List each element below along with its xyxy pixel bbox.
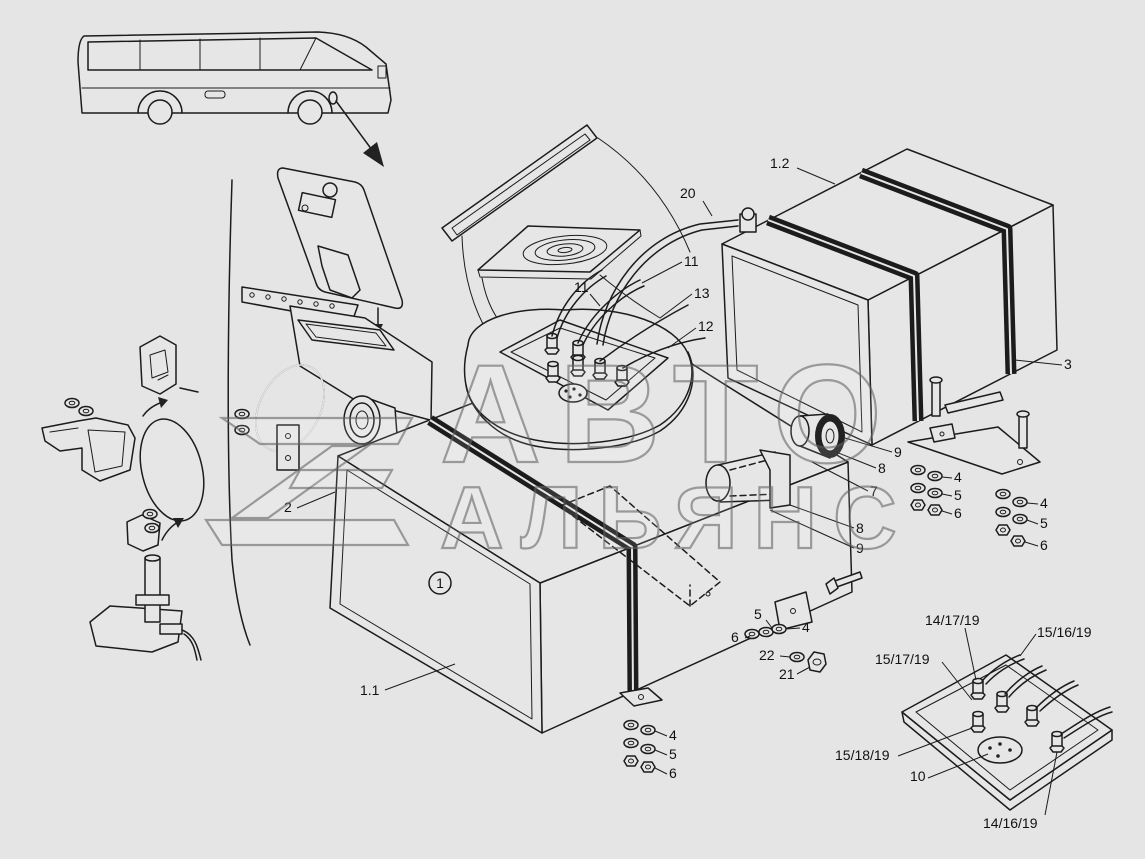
watermark-text-top: АВТО xyxy=(440,335,900,492)
washer-icon xyxy=(640,724,656,736)
callout-label: 5 xyxy=(1040,515,1048,531)
filler-door xyxy=(276,167,404,334)
nut-icon xyxy=(995,524,1011,536)
fitting-icon xyxy=(1049,730,1065,753)
callout-label: 2 xyxy=(284,499,292,515)
washer-icon xyxy=(927,470,943,482)
callout-label: 15/16/19 xyxy=(1037,624,1092,640)
suction-pipe xyxy=(705,449,791,509)
callout-label: 13 xyxy=(694,285,710,301)
washer-icon xyxy=(789,651,805,663)
callout-label: 6 xyxy=(954,505,962,521)
fitting-icon xyxy=(970,677,986,700)
callout-label: 10 xyxy=(910,768,926,784)
callout-label: 20 xyxy=(680,185,696,201)
leader-lines xyxy=(296,167,1063,816)
callout-label: 14/16/19 xyxy=(983,815,1038,831)
watermark: АВТО АЛЬЯНС xyxy=(203,334,913,568)
fitting-icon xyxy=(1024,704,1040,727)
callout-label: 9 xyxy=(894,444,902,460)
watermark-text-bottom: АЛЬЯНС xyxy=(440,468,913,567)
latch-part xyxy=(41,397,136,482)
callout-label: 8 xyxy=(878,460,886,476)
callout-label: 3 xyxy=(1064,356,1072,372)
fitting-icon xyxy=(970,710,986,733)
callout-label: 8 xyxy=(856,520,864,536)
washer-icon xyxy=(927,487,943,499)
body-edge-line xyxy=(227,179,251,646)
washer-icon xyxy=(910,464,926,476)
filler-neck xyxy=(343,395,399,449)
washer-icon xyxy=(771,623,787,635)
callout-label: 6 xyxy=(731,629,739,645)
nut-icon xyxy=(927,504,943,516)
callout-label: 11 xyxy=(574,279,589,295)
location-arrow xyxy=(335,100,384,167)
callout-label: 6 xyxy=(1040,537,1048,553)
sender-unit xyxy=(463,308,694,451)
callout-label: 1.2 xyxy=(770,155,790,171)
washer-icon xyxy=(64,397,80,409)
hinge-bracket xyxy=(139,335,199,395)
main-tank xyxy=(329,334,853,734)
small-bracket xyxy=(126,508,161,552)
callout-label: 14/17/19 xyxy=(925,612,980,628)
inset-sender-plate xyxy=(901,654,1113,811)
sender-lid xyxy=(441,124,642,280)
callout-label: 4 xyxy=(669,727,677,743)
callout-label: 6 xyxy=(669,765,677,781)
fuel-lines xyxy=(551,219,739,369)
fitting-icon xyxy=(994,690,1010,713)
washer-icon xyxy=(910,482,926,494)
washer-icon xyxy=(78,405,94,417)
callout-label: 15/18/19 xyxy=(835,747,890,763)
washer-icon xyxy=(1012,513,1028,525)
callout-label: 9 xyxy=(856,540,864,556)
washer-icon xyxy=(758,626,774,638)
callout-labels: 1.2 20 11 11 13 12 3 9 8 4 7 5 6 4 5 6 8… xyxy=(284,155,1092,831)
washer-icon xyxy=(640,743,656,755)
nut-icon xyxy=(640,761,656,773)
callout-label: 11 xyxy=(684,253,699,269)
callout-label: 5 xyxy=(669,746,677,762)
nut-icon xyxy=(623,755,639,767)
nut-icon xyxy=(910,499,926,511)
second-tank-straps xyxy=(766,167,1017,422)
callout-label: 22 xyxy=(759,647,775,663)
callout-label: 4 xyxy=(954,469,962,485)
callout-label: 4 xyxy=(1040,495,1048,511)
assembly-arrow-lower xyxy=(161,518,184,541)
callout-label: 7 xyxy=(870,483,878,499)
watermark-logo xyxy=(203,416,414,547)
mounting-ring xyxy=(234,364,325,471)
level-sensor xyxy=(89,554,202,661)
washer-icon xyxy=(995,506,1011,518)
washer-icon xyxy=(142,508,158,520)
callout-label: 4 xyxy=(802,619,810,635)
hidden-filler-pipe xyxy=(559,485,721,607)
washer-icon xyxy=(144,522,160,534)
bus-silhouette xyxy=(77,31,392,125)
washer-icon xyxy=(623,737,639,749)
washer-icon xyxy=(995,488,1011,500)
assembly-arrow-upper xyxy=(142,397,168,417)
cover-disc xyxy=(139,418,205,522)
callout-label: 5 xyxy=(754,606,762,622)
callout-label: 21 xyxy=(779,666,795,682)
callout-label: 12 xyxy=(698,318,714,334)
main-tank-strap xyxy=(427,415,663,707)
mid-hardware xyxy=(744,571,863,673)
washer-icon xyxy=(623,719,639,731)
washer-icon xyxy=(1012,496,1028,508)
callout-label-circled: 1 xyxy=(436,575,444,591)
callout-label: 15/17/19 xyxy=(875,651,930,667)
callout-label: 5 xyxy=(954,487,962,503)
nut-icon xyxy=(1010,535,1026,547)
sender-fitting xyxy=(790,413,845,459)
mounting-brackets-right xyxy=(907,376,1041,475)
callout-label: 1.1 xyxy=(360,682,380,698)
